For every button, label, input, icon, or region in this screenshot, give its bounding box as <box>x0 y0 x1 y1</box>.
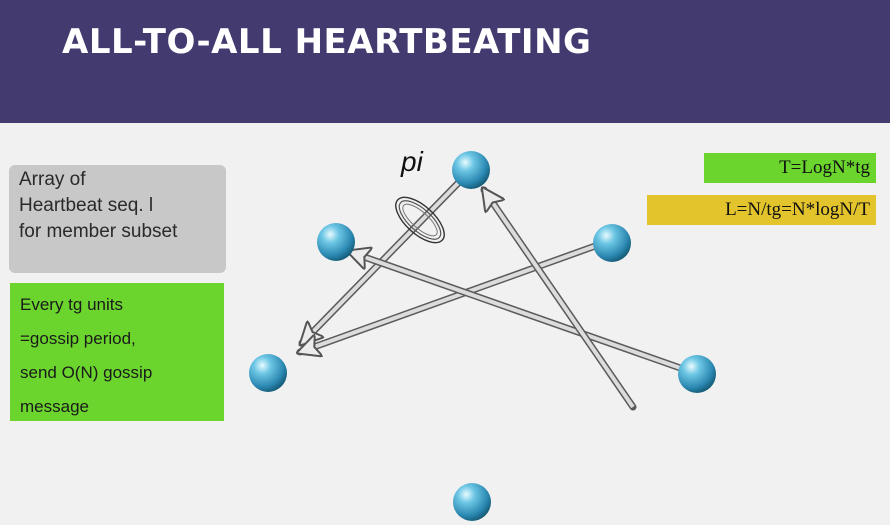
formula-t: T=LogN*tg <box>704 153 876 183</box>
gossip-period-note: Every tg units =gossip period, send O(N)… <box>10 283 224 421</box>
pi-label: pi <box>401 146 423 177</box>
node-right-lower <box>678 355 716 393</box>
node-left-lower <box>249 354 287 392</box>
node-top <box>452 151 490 189</box>
rotation-ring-icon <box>395 196 445 244</box>
note-line: send O(N) gossip <box>20 363 153 382</box>
node-bottom <box>453 483 491 521</box>
node-right-upper <box>593 224 631 262</box>
note-line: =gossip period, <box>20 329 136 348</box>
heartbeat-array-note: Array of Heartbeat seq. l for member sub… <box>9 165 226 273</box>
note-line: for member subset <box>19 221 178 242</box>
note-line: Heartbeat seq. l <box>19 195 154 216</box>
member-nodes <box>249 151 716 521</box>
note-line: Every tg units <box>20 295 123 314</box>
slide-title: ALL-TO-ALL HEARTBEATING <box>62 22 592 62</box>
note-line: message <box>20 397 89 416</box>
header-banner: ALL-TO-ALL HEARTBEATING <box>0 0 890 123</box>
gossip-arrows <box>300 171 690 411</box>
node-left-upper <box>317 223 355 261</box>
note-line: Array of <box>19 169 86 190</box>
formula-l: L=N/tg=N*logN/T <box>647 195 876 225</box>
